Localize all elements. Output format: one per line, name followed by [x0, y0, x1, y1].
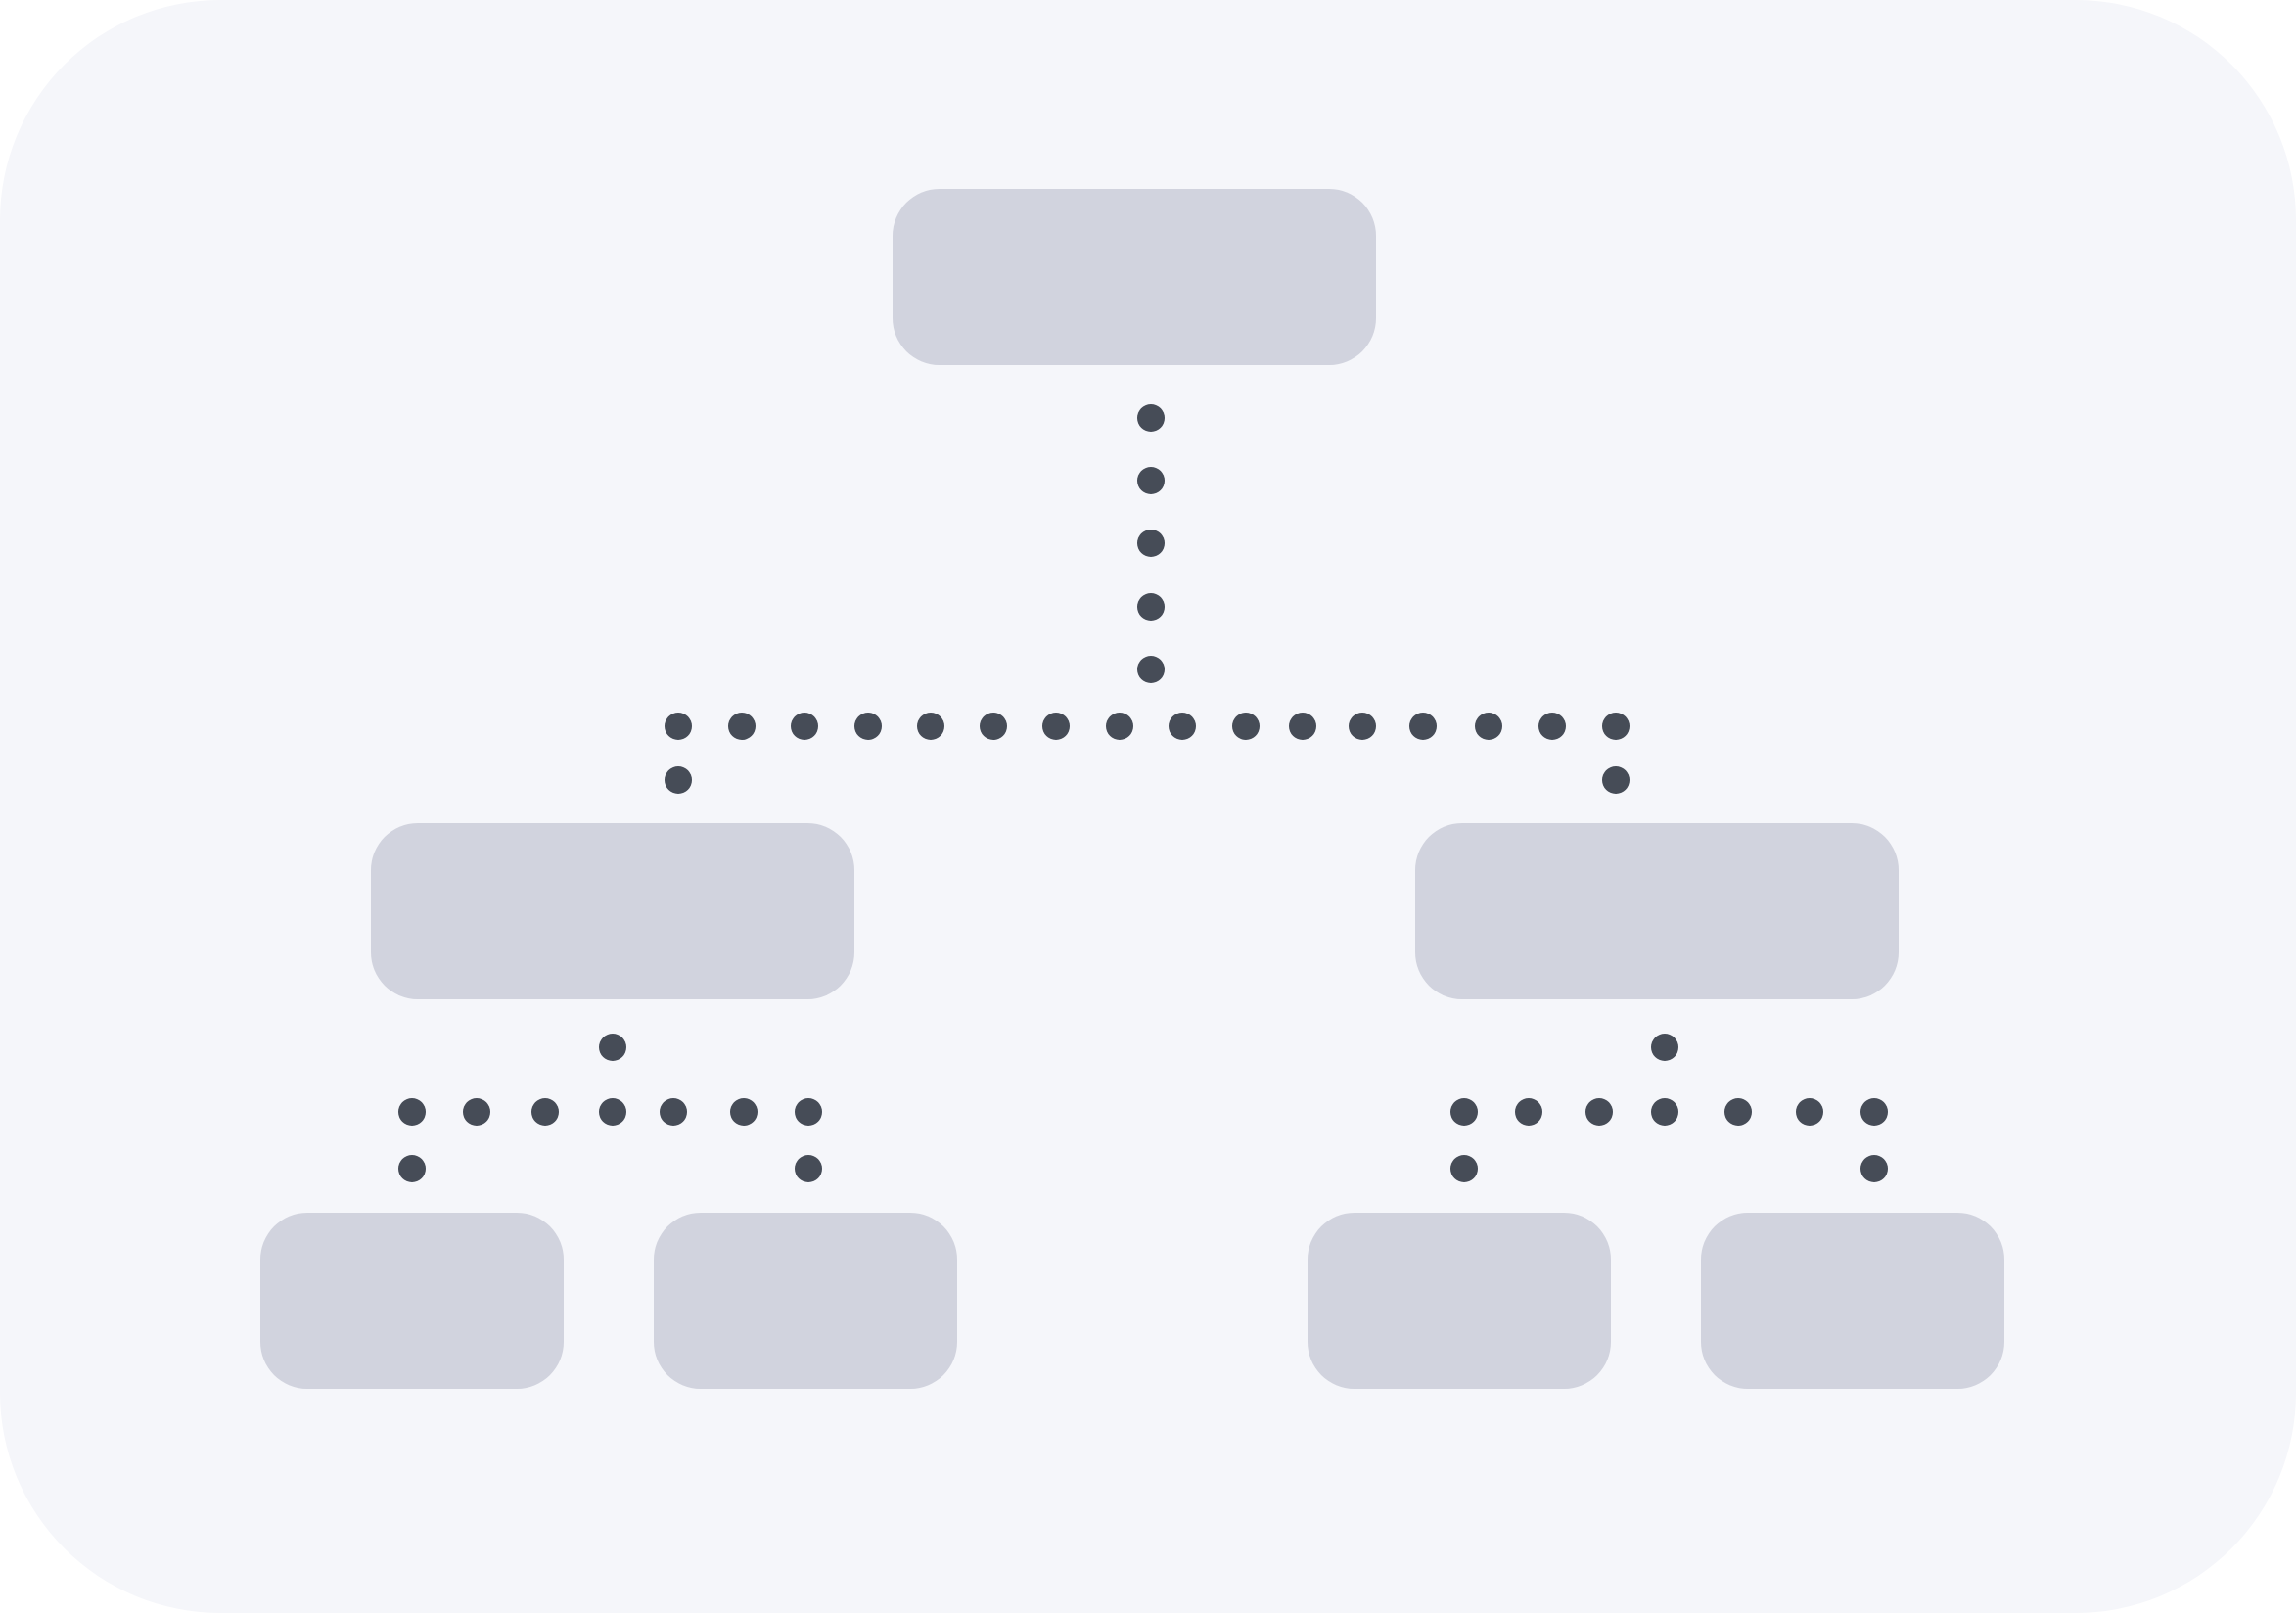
connector-dot — [1651, 1034, 1678, 1061]
connector-dot — [1538, 713, 1566, 740]
connector-dot — [1796, 1098, 1823, 1126]
connector-dot — [1585, 1098, 1613, 1126]
node-leaf-right-2 — [1701, 1213, 2004, 1389]
nodes — [260, 189, 2004, 1389]
connector-branch-left-to-leaves — [398, 1034, 822, 1182]
connector-dot — [795, 1098, 822, 1126]
connectors — [398, 404, 1888, 1182]
connector-dot — [1106, 713, 1133, 740]
connector-dot — [1475, 713, 1502, 740]
connector-dot — [854, 713, 882, 740]
node-leaf-left-1 — [260, 1213, 564, 1389]
connector-dot — [1860, 1155, 1888, 1182]
connector-dot — [1450, 1098, 1478, 1126]
node-root — [893, 189, 1376, 365]
connector-dot — [1409, 713, 1437, 740]
connector-dot — [463, 1098, 490, 1126]
connector-dot — [660, 1098, 687, 1126]
connector-dot — [1232, 713, 1260, 740]
connector-dot — [531, 1098, 559, 1126]
connector-dot — [917, 713, 944, 740]
connector-dot — [730, 1098, 758, 1126]
connector-dot — [599, 1034, 626, 1061]
connector-dot — [1137, 467, 1165, 494]
connector-dot — [980, 713, 1007, 740]
connector-dot — [795, 1155, 822, 1182]
connector-dot — [1169, 713, 1196, 740]
connector-dot — [1602, 713, 1630, 740]
connector-dot — [1042, 713, 1070, 740]
connector-dot — [1515, 1098, 1542, 1126]
connector-dot — [665, 713, 692, 740]
connector-root-to-branches — [665, 404, 1630, 794]
connector-dot — [1289, 713, 1316, 740]
connector-dot — [1349, 713, 1376, 740]
connector-dot — [1450, 1155, 1478, 1182]
connector-dot — [1651, 1098, 1678, 1126]
node-leaf-right-1 — [1308, 1213, 1611, 1389]
connector-dot — [1137, 593, 1165, 621]
connector-dot — [665, 766, 692, 794]
node-leaf-left-2 — [654, 1213, 957, 1389]
connector-branch-right-to-leaves — [1450, 1034, 1888, 1182]
connector-dot — [1860, 1098, 1888, 1126]
node-branch-right — [1415, 823, 1899, 999]
connector-dot — [599, 1098, 626, 1126]
connector-dot — [1602, 766, 1630, 794]
connector-dot — [398, 1155, 426, 1182]
connector-dot — [791, 713, 818, 740]
connector-dot — [1724, 1098, 1752, 1126]
connector-dot — [1137, 656, 1165, 683]
connector-dot — [1137, 404, 1165, 432]
connector-dot — [1137, 530, 1165, 557]
connector-dot — [398, 1098, 426, 1126]
node-branch-left — [371, 823, 854, 999]
connector-dot — [728, 713, 756, 740]
